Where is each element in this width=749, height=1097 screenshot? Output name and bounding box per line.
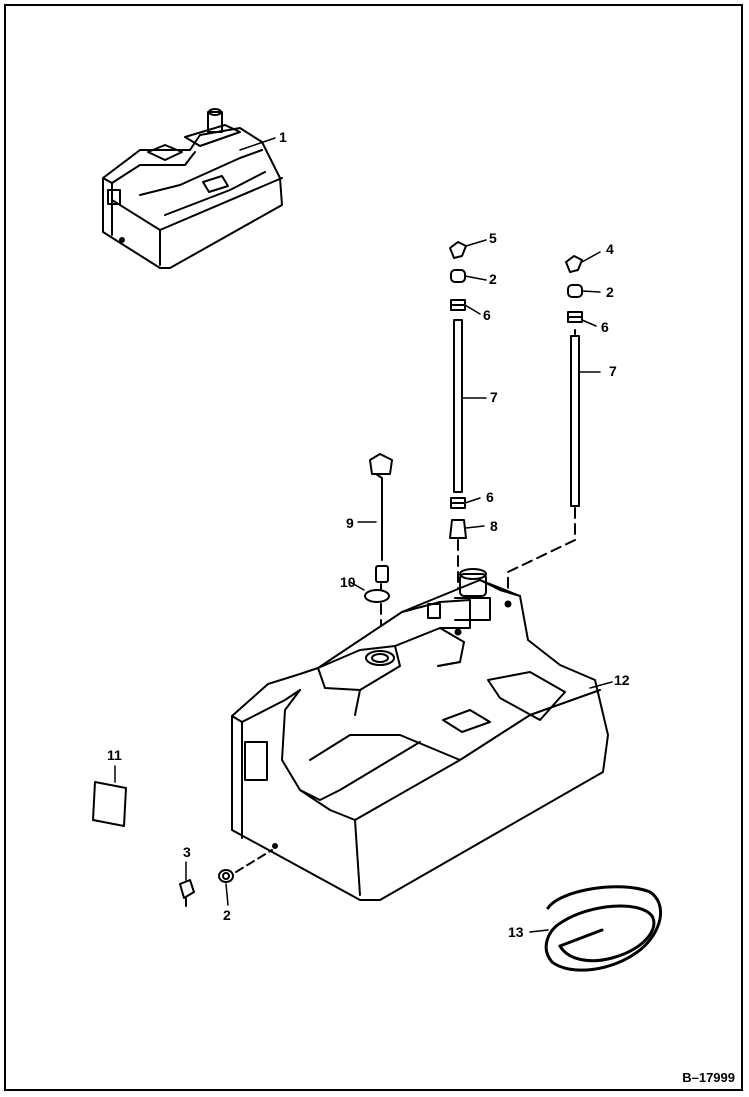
callout-2-right: 2 xyxy=(606,284,614,300)
callout-4: 4 xyxy=(606,241,614,257)
leader-lines xyxy=(114,137,613,933)
callout-13: 13 xyxy=(508,924,524,940)
callout-11: 11 xyxy=(107,747,122,763)
callout-8: 8 xyxy=(490,518,498,534)
diagram-border xyxy=(4,4,743,1091)
fuel-tank-main xyxy=(231,568,609,901)
callout-7-right: 7 xyxy=(609,363,617,379)
callout-2-lower: 2 xyxy=(223,907,231,923)
fuel-tank-assembly-thumbnail xyxy=(102,108,283,269)
callout-7-center: 7 xyxy=(490,389,498,405)
hose-coil xyxy=(544,885,662,972)
callout-6-right: 6 xyxy=(601,319,609,335)
right-vent-line-parts xyxy=(507,255,583,601)
callout-3: 3 xyxy=(183,844,191,860)
decal-11 xyxy=(92,781,127,827)
drain-plug-parts xyxy=(179,849,273,907)
callout-5: 5 xyxy=(489,230,497,246)
callout-1: 1 xyxy=(279,129,287,145)
callout-12: 12 xyxy=(614,672,630,688)
callout-6-lower-center: 6 xyxy=(486,489,494,505)
callout-9: 9 xyxy=(346,515,354,531)
callout-6-upper-center: 6 xyxy=(483,307,491,323)
figure-number: B–17999 xyxy=(682,1070,735,1085)
callout-10: 10 xyxy=(340,574,356,590)
center-vent-line-parts xyxy=(449,241,467,631)
callout-2-upper-center: 2 xyxy=(489,271,497,287)
